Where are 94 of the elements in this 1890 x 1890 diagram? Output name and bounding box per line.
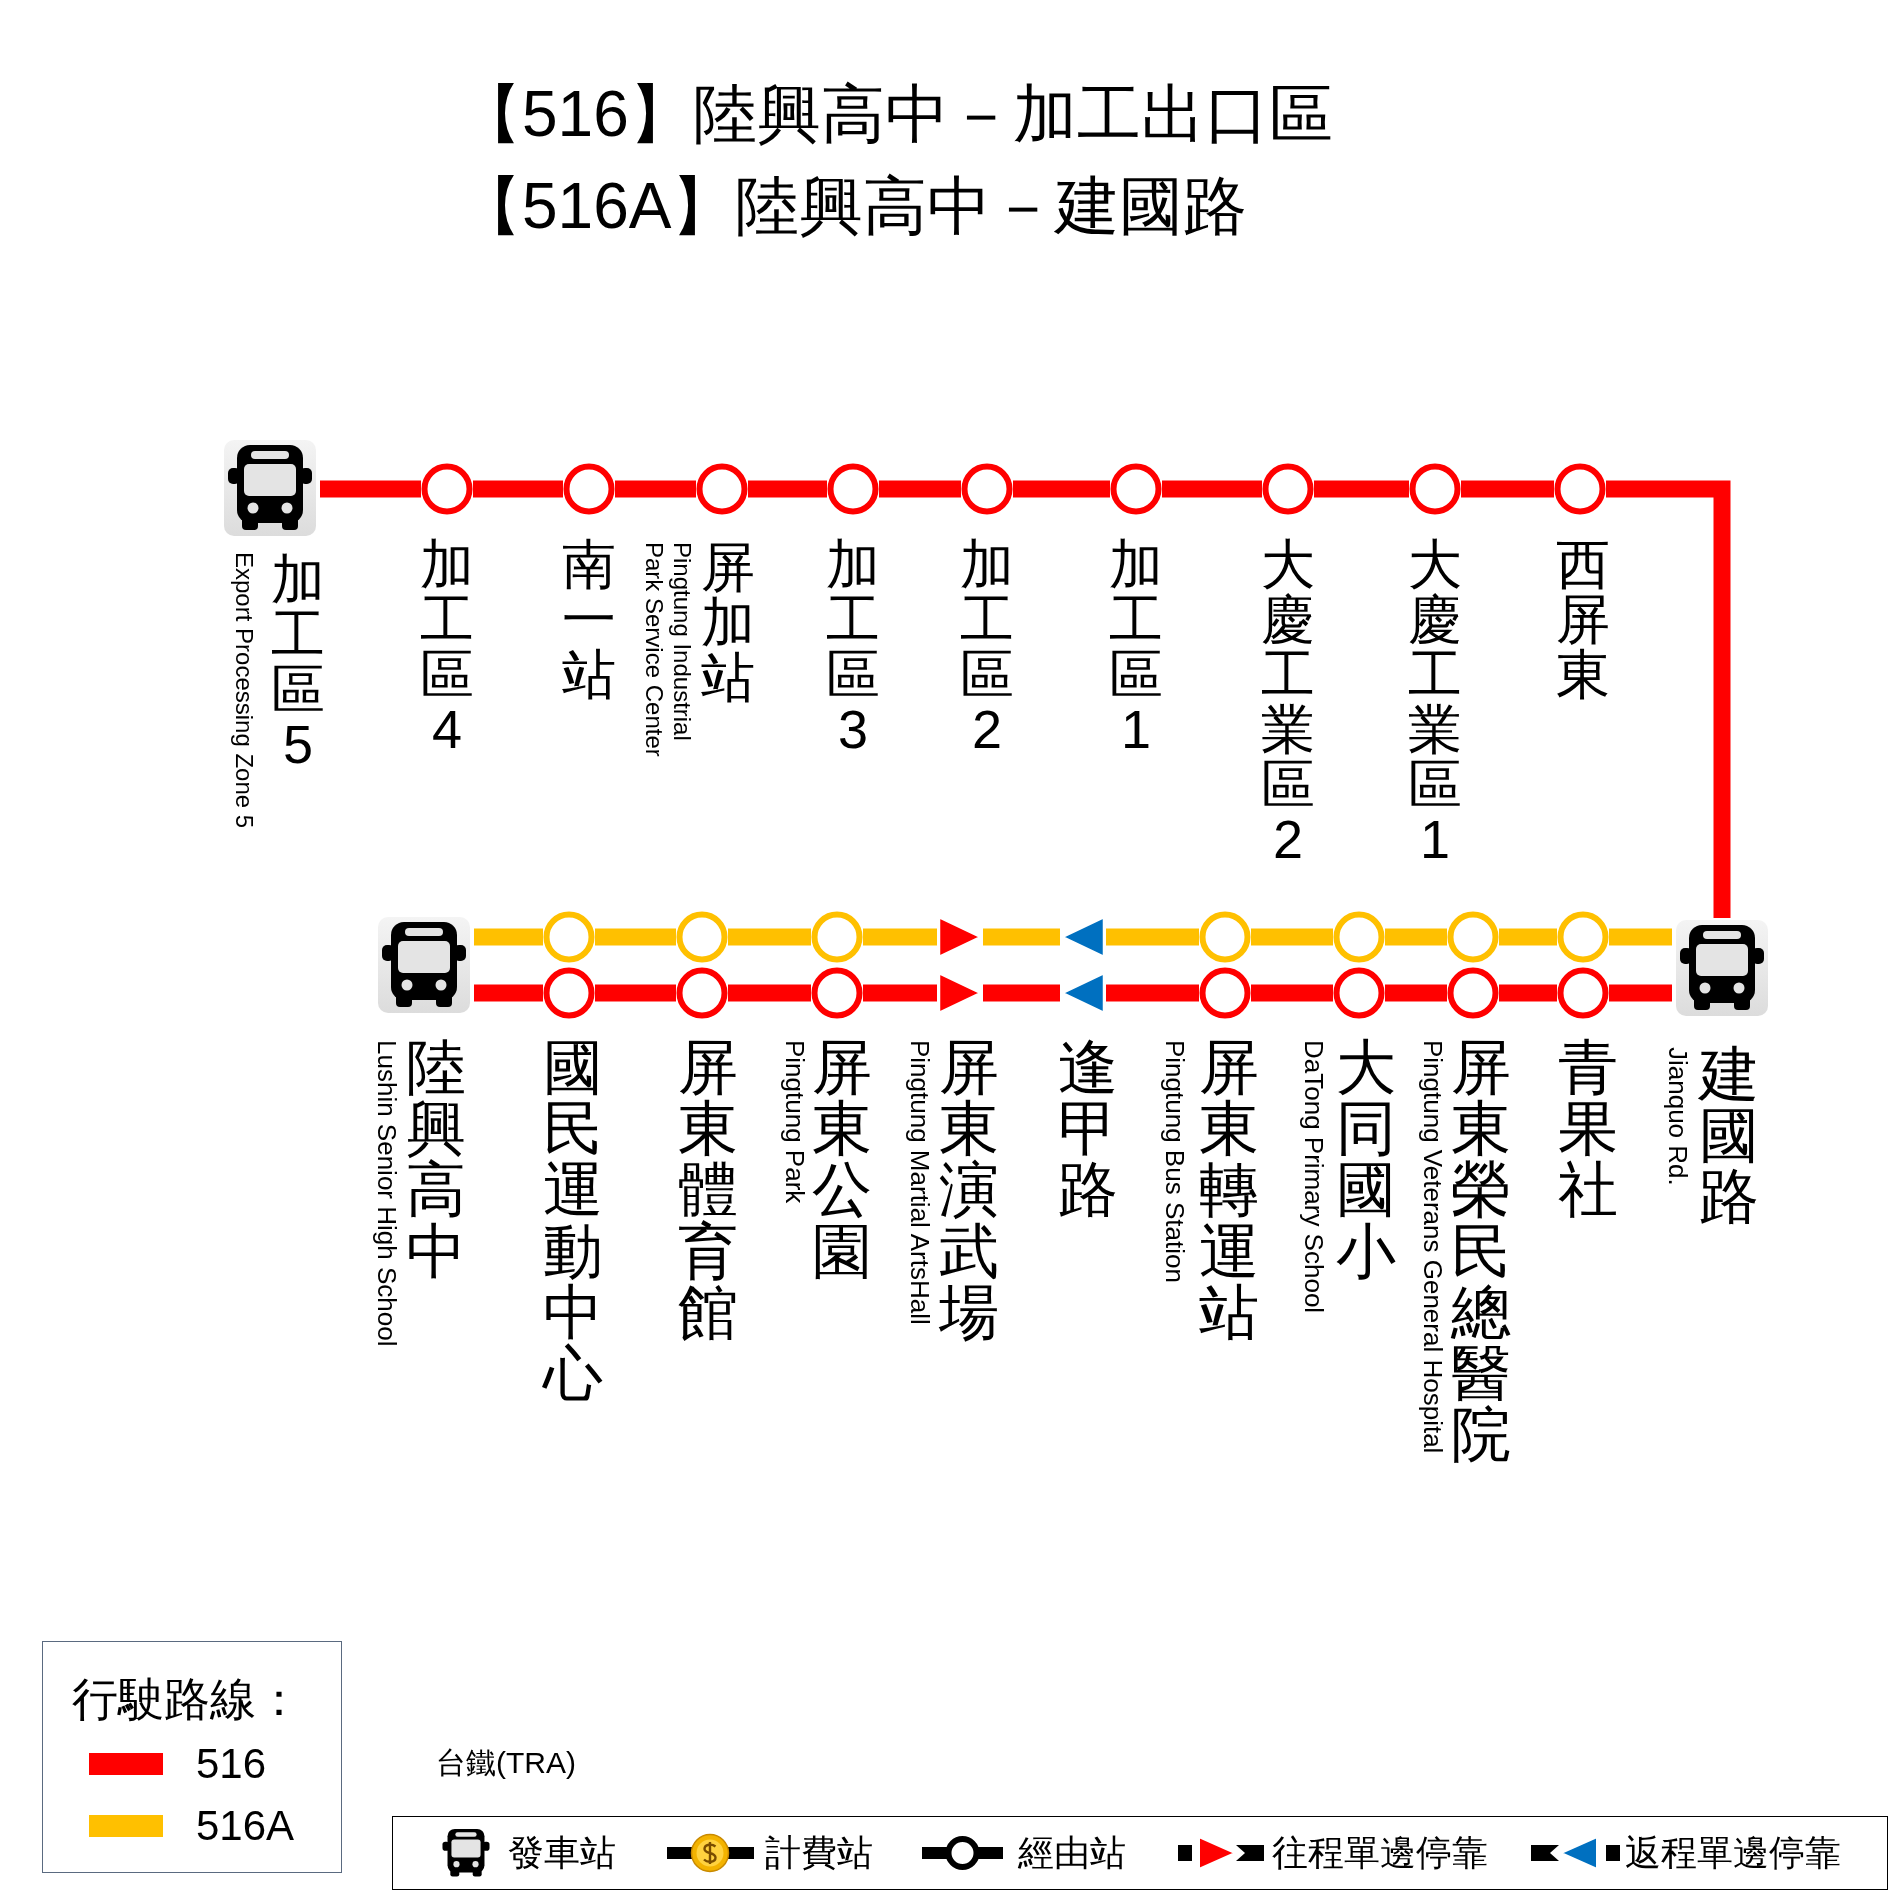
stop-circle [421, 463, 473, 515]
route-line [728, 984, 811, 1002]
stop-name-english: DaTong Primary School [1298, 1040, 1328, 1314]
stop-name-english: Pingtung Veterans General Hospital [1417, 1040, 1447, 1454]
route-line [1385, 984, 1447, 1002]
route-line [474, 984, 543, 1002]
stop-name-english: Pingtung Park [779, 1040, 809, 1204]
route-line [1106, 984, 1199, 1002]
stop-circle [696, 463, 748, 515]
stop-name: 大同國小 [1335, 1037, 1397, 1282]
route-line [1499, 928, 1557, 946]
route-line [863, 928, 937, 946]
stop-circle [811, 911, 863, 963]
stop-circle [1110, 463, 1162, 515]
route-line [983, 984, 1060, 1002]
route-line [863, 984, 937, 1002]
stop-circle [543, 967, 595, 1019]
stop-circle [1262, 463, 1314, 515]
route-line [615, 480, 696, 498]
legend-text: 計費站 [765, 1831, 873, 1875]
route-line [1609, 928, 1672, 946]
stop-circle [543, 911, 595, 963]
stop-circle [1199, 911, 1251, 963]
route-line [473, 480, 563, 498]
legend-text: 發車站 [508, 1831, 616, 1875]
stop-circle [563, 463, 615, 515]
stop-name-english: Export Processing Zone 5 [230, 552, 258, 829]
stop-name: 屏東公園 [811, 1037, 873, 1282]
route-line [879, 480, 961, 498]
stop-name: 屏東演武場 [938, 1037, 1000, 1343]
stop-name: 青果社 [1557, 1037, 1619, 1221]
legend-text: 516 [196, 1738, 267, 1789]
stop-circle [1333, 911, 1385, 963]
stop-name: 陸興高中 [405, 1037, 467, 1282]
route-line [983, 928, 1060, 946]
stop-name: 國民運動中心 [541, 1037, 604, 1405]
route-line [1609, 984, 1672, 1002]
route-title: 【516】陸興高中－加工出口區 [458, 77, 1333, 152]
stop-name: 大慶工業區2 [1260, 537, 1316, 868]
stop-circle [1447, 967, 1499, 1019]
stop-circle [676, 967, 728, 1019]
legend-text: 516A [196, 1800, 295, 1851]
route-line [1162, 480, 1262, 498]
route-line [1314, 480, 1409, 498]
stop-name-english: Pingtung Industrial Park Service Center [640, 542, 696, 759]
stop-name: 屏東榮民總醫院 [1450, 1037, 1512, 1466]
route-line [1461, 480, 1554, 498]
stop-name: 大慶工業區1 [1407, 537, 1463, 868]
stop-name: 屏加站 [700, 540, 756, 706]
stop-name-english: Jianquo Rd. [1662, 1047, 1692, 1186]
stop-circle [961, 463, 1013, 515]
stop-circle [676, 911, 728, 963]
stop-name: 西屏東 [1555, 537, 1611, 703]
stop-name: 加工區2 [959, 537, 1015, 758]
stop-name: 屏東轉運站 [1198, 1037, 1260, 1343]
stop-circle [1199, 967, 1251, 1019]
stop-name: 加工區1 [1108, 537, 1164, 758]
route-title: 【516A】陸興高中－建國路 [458, 169, 1248, 244]
stop-name: 南一站 [561, 537, 617, 703]
stop-circle [1447, 911, 1499, 963]
stop-circle [827, 463, 879, 515]
route-line [1385, 928, 1447, 946]
stop-name: 逢甲路 [1057, 1037, 1119, 1221]
route-line [595, 928, 676, 946]
route-line [1606, 480, 1731, 918]
stop-name: 加工區4 [419, 537, 475, 758]
route-line [1251, 928, 1333, 946]
stop-circle [1409, 463, 1461, 515]
stop-name-english: Lushin Senior High School [371, 1040, 401, 1347]
stop-name-english: Pingtung Martial ArtsHall [904, 1040, 934, 1325]
route-line [474, 928, 543, 946]
stop-circle [1554, 463, 1606, 515]
railway-label: 台鐵(TRA) [436, 1745, 576, 1781]
route-line [1106, 928, 1199, 946]
stop-name: 加工區5 [270, 552, 326, 773]
route-line [1251, 984, 1333, 1002]
route-line [728, 928, 811, 946]
legend-text: 經由站 [1018, 1831, 1126, 1875]
stop-name-english: Pingtung Bus Station [1159, 1040, 1189, 1283]
route-line [1499, 984, 1557, 1002]
route-line [320, 480, 421, 498]
route-line [1013, 480, 1110, 498]
legend-heading: 行駛路線： [72, 1672, 302, 1727]
stop-circle [1333, 967, 1385, 1019]
stop-circle [1557, 911, 1609, 963]
stop-name: 屏東體育館 [677, 1037, 739, 1343]
stop-name: 加工區3 [825, 537, 881, 758]
route-line [595, 984, 676, 1002]
stop-circle [1557, 967, 1609, 1019]
legend-text: 往程單邊停靠 [1272, 1831, 1488, 1875]
stop-name: 建國路 [1697, 1044, 1760, 1228]
route-line [748, 480, 827, 498]
legend-text: 返程單邊停靠 [1625, 1831, 1841, 1875]
stop-circle [811, 967, 863, 1019]
